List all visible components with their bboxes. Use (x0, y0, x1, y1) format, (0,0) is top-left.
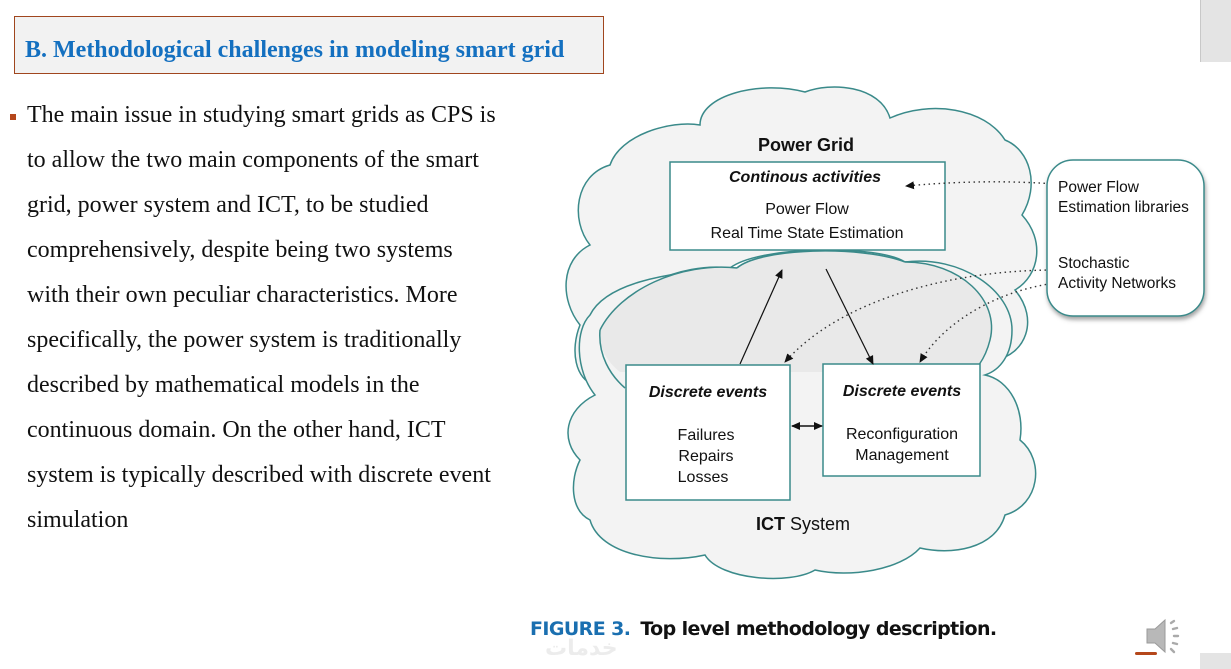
arrow-discrete-to-continuous (739, 269, 783, 365)
bullet-line: specifically, the power system is tradit… (27, 327, 462, 353)
bullet-line: to allow the two main components of the … (27, 147, 479, 173)
discrete-right-line: Management (855, 447, 949, 464)
libraries-line: Estimation libraries (1058, 199, 1189, 216)
discrete-right-line: Reconfiguration (846, 426, 958, 443)
continuous-activities-heading: Continous activities (729, 169, 881, 186)
discrete-left-line: Failures (678, 427, 735, 444)
continuous-line: Power Flow (765, 201, 849, 218)
libraries-line: Activity Networks (1058, 275, 1176, 292)
discrete-events-right-box (822, 363, 981, 477)
figure-caption: FIGURE 3. Top level methodology descripti… (530, 618, 997, 640)
cloud-overlap (599, 250, 992, 372)
scrollbar-bottom[interactable] (1200, 653, 1231, 669)
discrete-events-left-box (625, 364, 791, 501)
bullet-line: continuous domain. On the other hand, IC… (27, 417, 446, 443)
watermark: خدمات (545, 636, 618, 661)
libraries-box (1046, 159, 1205, 317)
discrete-left-line: Losses (678, 469, 729, 486)
slide-title: B. Methodological challenges in modeling… (25, 37, 565, 63)
figure-number: FIGURE 3. (530, 618, 631, 640)
bullet-line: The main issue in studying smart grids a… (27, 102, 496, 128)
dotted-arrow-san-to-left (784, 269, 1057, 363)
bullet-line: system is typically described with discr… (27, 462, 491, 488)
speaker-icon[interactable] (1143, 615, 1189, 657)
dotted-arrow-san-to-right (919, 282, 1057, 363)
continuous-activities-box (669, 161, 946, 251)
arrow-continuous-to-discrete (825, 268, 874, 365)
ict-system-label: ICT System (756, 514, 850, 534)
accent-line (1135, 652, 1157, 655)
libraries-line: Stochastic (1058, 255, 1130, 272)
bullet-line: grid, power system and ICT, to be studie… (27, 192, 429, 218)
bullet-icon (10, 114, 16, 120)
bullet-line: comprehensively, despite being two syste… (27, 237, 453, 263)
discrete-left-line: Repairs (678, 448, 733, 465)
figure-description: Top level methodology description. (640, 618, 997, 640)
bullet-line: described by mathematical models in the (27, 372, 420, 398)
discrete-left-heading: Discrete events (649, 384, 767, 401)
power-grid-label: Power Grid (758, 135, 854, 155)
bullet-line: simulation (27, 507, 129, 533)
continuous-line: Real Time State Estimation (711, 225, 904, 242)
discrete-right-heading: Discrete events (843, 383, 961, 400)
scrollbar-top[interactable] (1200, 0, 1231, 62)
slide-title-box: B. Methodological challenges in modeling… (14, 16, 604, 74)
bullet-line: with their own peculiar characteristics.… (27, 282, 458, 308)
libraries-line: Power Flow (1058, 179, 1140, 196)
